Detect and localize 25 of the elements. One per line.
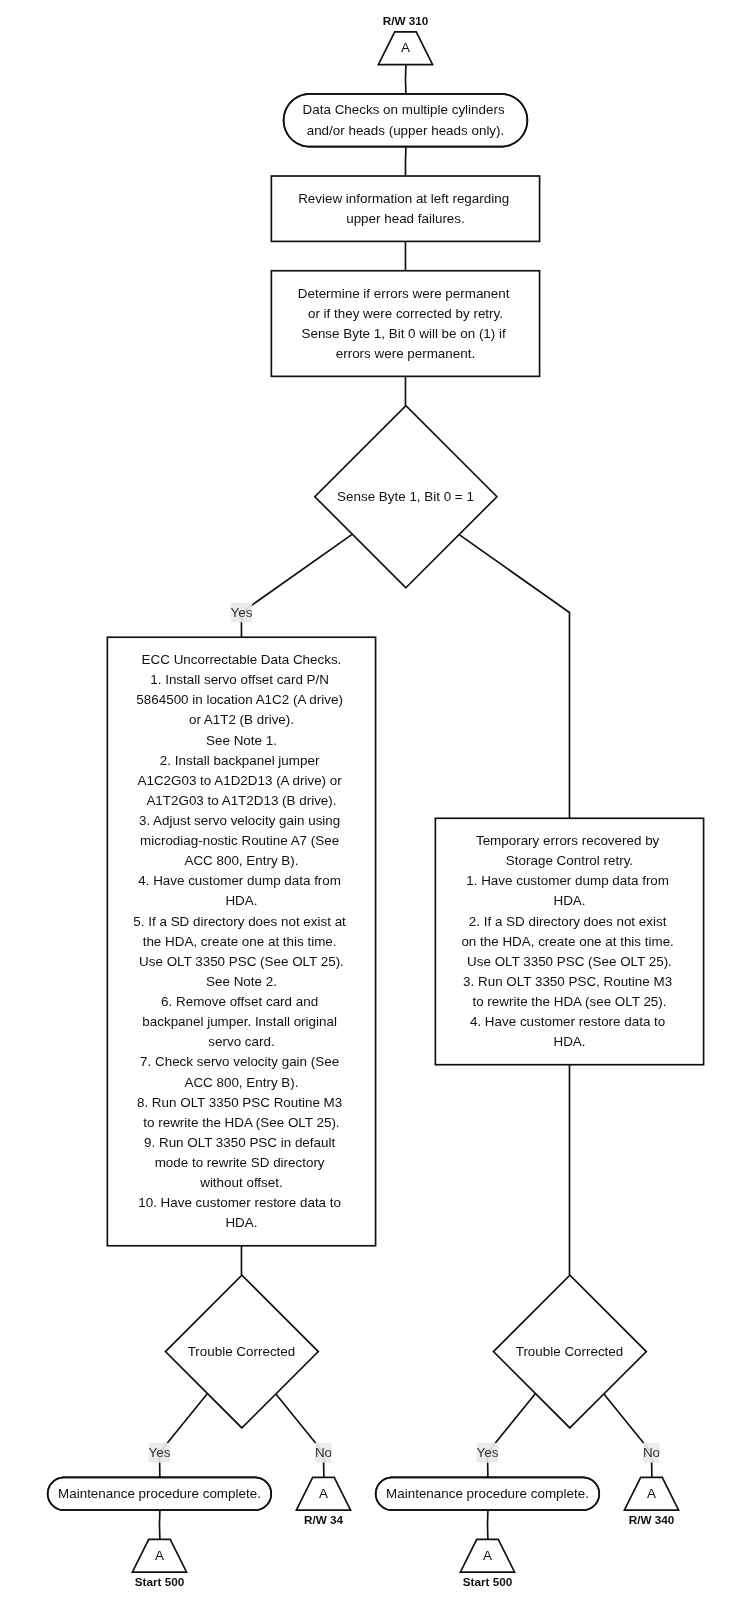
node-diamond: Trouble Corrected xyxy=(164,1273,320,1430)
connector-caption: R/W 340 xyxy=(628,1512,675,1526)
connector-caption: Start 500 xyxy=(462,1574,513,1588)
edge-label: Yes xyxy=(476,1445,499,1460)
node-box: ECC Uncorrectable Data Checks. 1. Install servo offset card P/N 5864500 in location A1C2 (A drive) or A1T2 (B drive). See Note 1. 2. Install backpanel jumper A1C2G03 to A1D2D13 (A drive) or A1T2G03 to A1T2D13 (B drive). 3. Adjust servo velocity gain using microdiag-nostic Routine A7 (See ACC 800, Entry B). 4. Have customer dump data from HDA. 5. If a SD directory does not exist at the HDA, create one at this time. Use OLT 3350 PSC (See OLT 25). See Note 2. 6. Remove offset card and backpanel jumper. Install original servo card. 7. Check servo velocity gain (See ACC 800, Entry B). 8. Run OLT 3350 PSC Routine M3 to rewrite the HDA (See OLT 25). 9. Run OLT 3350 PSC in default mode to rewrite SD directory without offset. 10. Have customer restore data to HDA. xyxy=(106,636,377,1247)
connector xyxy=(486,1392,536,1479)
connector xyxy=(404,375,407,407)
node-diamond: Trouble Corrected xyxy=(492,1273,648,1430)
edge-label: Yes xyxy=(148,1445,171,1460)
connector xyxy=(404,240,407,272)
node-box: Temporary errors recovered by Storage Control retry. 1. Have customer dump data from HDA. 2. If a SD directory does not exist on the HDA, create one at this time. Use OLT 3350 PSC (See OLT 25). 3. Run OLT 3350 PSC, Routine M3 to rewrite the HDA (see OLT 25). 4. Have customer restore data to HDA. xyxy=(434,817,705,1066)
connector xyxy=(158,1392,208,1479)
connector xyxy=(568,1063,571,1276)
connector xyxy=(240,1244,243,1276)
node-box: Review information at left regarding upper head failures. xyxy=(270,175,541,243)
node-diamond: Sense Byte 1, Bit 0 = 1 xyxy=(313,404,498,589)
edge-label: No xyxy=(314,1445,332,1460)
connector-caption: R/W 310 xyxy=(382,14,429,28)
edge-label: No xyxy=(642,1445,660,1460)
connector-caption: Start 500 xyxy=(134,1574,185,1588)
connector-caption: R/W 34 xyxy=(303,1512,343,1526)
node-box: Determine if errors were permanent or if they were corrected by retry. Sense Byte 1, Bit 0 will be on (1) if errors were permanent. xyxy=(270,269,541,378)
connector xyxy=(404,146,407,177)
connector xyxy=(240,533,353,639)
edge-label: Yes xyxy=(230,604,253,620)
